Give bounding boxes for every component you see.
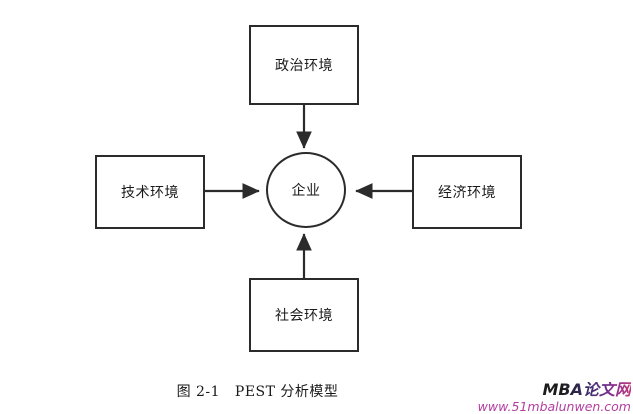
node-economic-environment-label: 经济环境 — [438, 185, 496, 201]
node-economic-environment: 经济环境 — [412, 155, 522, 229]
node-social-environment: 社会环境 — [249, 278, 359, 352]
node-technological-environment-label: 技术环境 — [121, 185, 179, 201]
node-social-environment-label: 社会环境 — [275, 308, 333, 324]
node-technological-environment: 技术环境 — [95, 155, 205, 229]
node-political-environment: 政治环境 — [249, 25, 359, 105]
node-center-enterprise-label: 企业 — [291, 183, 321, 199]
node-center-enterprise: 企业 — [266, 152, 346, 228]
node-political-environment-label: 政治环境 — [275, 58, 333, 74]
watermark: MBA论文网 www.51mbalunwen.com — [477, 381, 631, 414]
figure-caption: 图 2-1 PEST 分析模型 — [176, 384, 339, 400]
watermark-url: www.51mbalunwen.com — [477, 398, 631, 414]
watermark-brand: MBA论文网 — [478, 381, 631, 399]
